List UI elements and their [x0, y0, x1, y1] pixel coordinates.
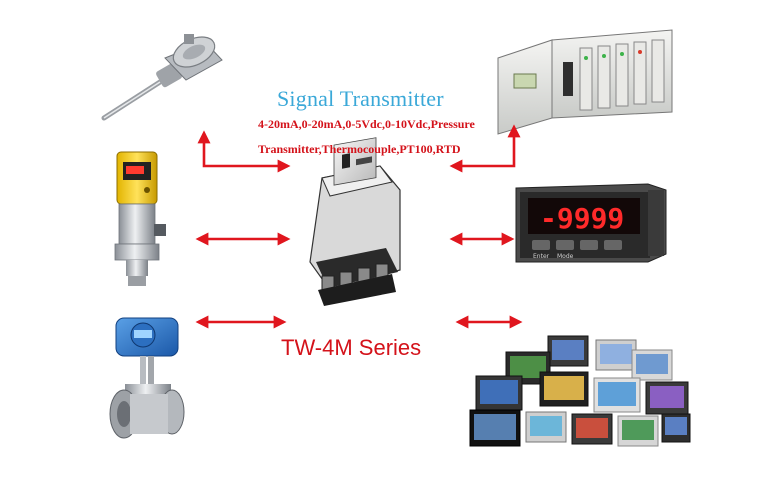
vortex-flowmeter-icon: [109, 317, 185, 439]
signal-transmitter-module-icon: [309, 137, 401, 306]
connection-arrows: [195, 124, 523, 329]
arrow-thermocouple: [197, 130, 291, 173]
thermocouple-probe-icon: [101, 34, 223, 121]
hmi-touch-panels-icon: [469, 335, 691, 447]
meter-reading: -9999: [540, 202, 624, 235]
meter-key-mode: Mode: [557, 253, 574, 260]
signal-types-line-2: Transmitter,Thermocouple,PT100,RTD: [258, 142, 461, 156]
plc-rack-icon: [497, 29, 673, 135]
diagram-title: Signal Transmitter: [277, 86, 444, 111]
digital-panel-meter-icon: -9999 Enter Mode: [515, 183, 667, 263]
series-label: TW-4M Series: [281, 335, 422, 360]
meter-key-enter: Enter: [533, 253, 550, 260]
arrow-plc: [449, 124, 521, 173]
signal-types-line-1: 4-20mA,0-20mA,0-5Vdc,0-10Vdc,Pressure: [258, 117, 475, 131]
pressure-transmitter-icon: [114, 151, 166, 286]
